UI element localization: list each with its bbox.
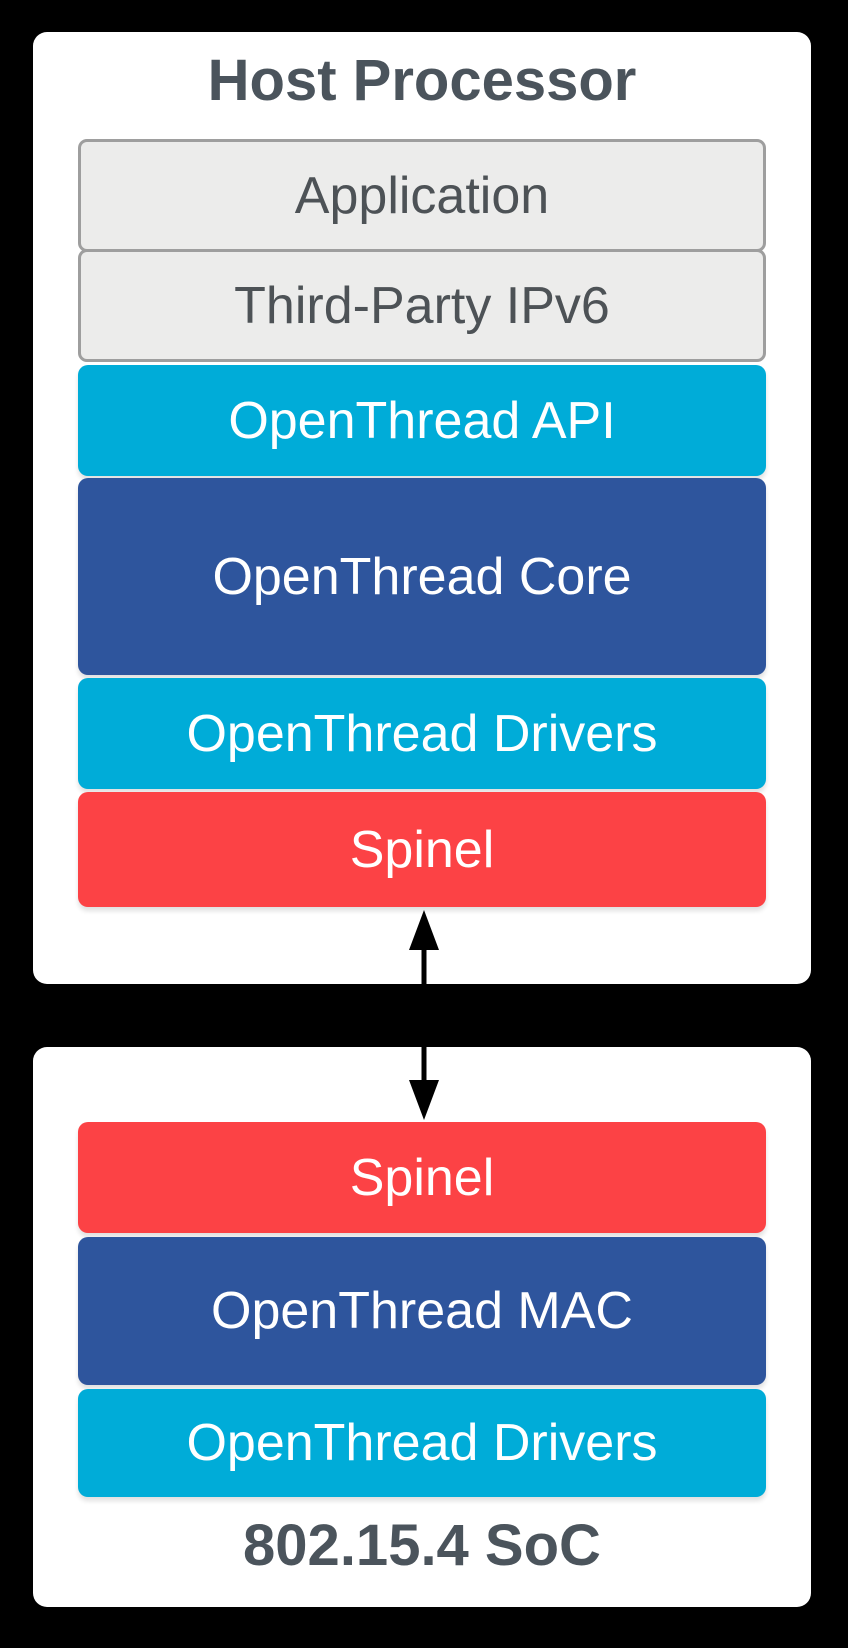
layer-openthread-mac: OpenThread MAC [78, 1237, 766, 1385]
layer-openthread-core-label: OpenThread Core [212, 547, 632, 606]
double-headed-vertical-arrow-icon [409, 910, 439, 1120]
layer-spinel-host-label: Spinel [349, 820, 495, 879]
layer-openthread-drivers-host-label: OpenThread Drivers [186, 704, 658, 763]
host-processor-title: Host Processor [207, 48, 637, 113]
soc-title: 802.15.4 SoC [243, 1513, 601, 1578]
layer-openthread-api-label: OpenThread API [228, 391, 616, 450]
layer-application-label: Application [294, 166, 550, 225]
layer-openthread-core: OpenThread Core [78, 478, 766, 675]
layer-third-party-ipv6-label: Third-Party IPv6 [234, 276, 610, 335]
layer-spinel-soc: Spinel [78, 1122, 766, 1233]
host-processor-box: Host Processor Application Third-Party I… [33, 32, 811, 984]
layer-openthread-mac-label: OpenThread MAC [211, 1282, 633, 1340]
layer-application: Application [78, 139, 766, 252]
layer-spinel-soc-label: Spinel [349, 1148, 495, 1207]
layer-openthread-drivers-soc: OpenThread Drivers [78, 1389, 766, 1497]
layer-openthread-api: OpenThread API [78, 365, 766, 476]
soc-box: Spinel OpenThread MAC OpenThread Drivers… [33, 1047, 811, 1607]
layer-openthread-drivers-host: OpenThread Drivers [78, 678, 766, 789]
layer-spinel-host: Spinel [78, 792, 766, 907]
layer-openthread-drivers-soc-label: OpenThread Drivers [186, 1414, 658, 1472]
layer-third-party-ipv6: Third-Party IPv6 [78, 249, 766, 362]
